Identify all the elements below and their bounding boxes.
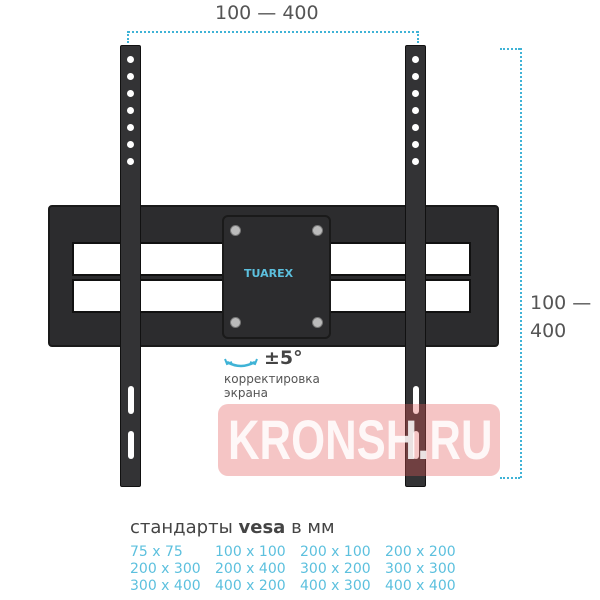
- dimension-tick: [500, 477, 520, 479]
- vesa-size: 300 x 200: [300, 561, 371, 577]
- watermark: [218, 404, 500, 476]
- vesa-title-bold: vesa: [238, 517, 286, 538]
- right-vertical-bracket: [405, 45, 426, 487]
- watermark-text: KRONSH.RU: [228, 408, 493, 471]
- tilt-value: ±5°: [264, 347, 303, 369]
- tilt-caption-1: корректировка: [224, 372, 320, 386]
- vesa-size: 100 x 100: [215, 544, 286, 560]
- horizontal-dimension-line: [128, 31, 418, 33]
- horizontal-dimension-label: 100 — 400: [215, 2, 319, 24]
- vesa-size: 200 x 100: [300, 544, 371, 560]
- dimension-tick: [127, 31, 129, 43]
- vesa-title: стандарты vesa в мм: [130, 517, 335, 538]
- center-plate: TUAREX: [222, 215, 331, 339]
- vertical-dimension-label-1: 100 —: [530, 292, 592, 314]
- vesa-size: 400 x 200: [215, 578, 286, 594]
- tilt-caption-2: экрана: [224, 386, 269, 400]
- vesa-title-suffix: в мм: [291, 517, 335, 538]
- vertical-dimension-label-2: 400: [530, 320, 567, 342]
- double-arrow-curved-icon: [224, 358, 258, 368]
- vesa-size: 400 x 400: [385, 578, 456, 594]
- dimension-tick: [417, 31, 419, 43]
- vesa-size: 300 x 400: [130, 578, 201, 594]
- vesa-size: 75 x 75: [130, 544, 183, 560]
- vesa-size: 200 x 200: [385, 544, 456, 560]
- vertical-dimension-line: [520, 48, 522, 478]
- vesa-size: 400 x 300: [300, 578, 371, 594]
- vesa-size: 300 x 300: [385, 561, 456, 577]
- dimension-tick: [500, 48, 520, 50]
- brand-logo: TUAREX: [244, 267, 294, 280]
- vesa-grid: 75 x 75 100 x 100 200 x 100 200 x 200 20…: [130, 544, 470, 594]
- vesa-title-prefix: стандарты: [130, 517, 233, 538]
- vesa-size: 200 x 300: [130, 561, 201, 577]
- vesa-size: 200 x 400: [215, 561, 286, 577]
- left-vertical-bracket: [120, 45, 141, 487]
